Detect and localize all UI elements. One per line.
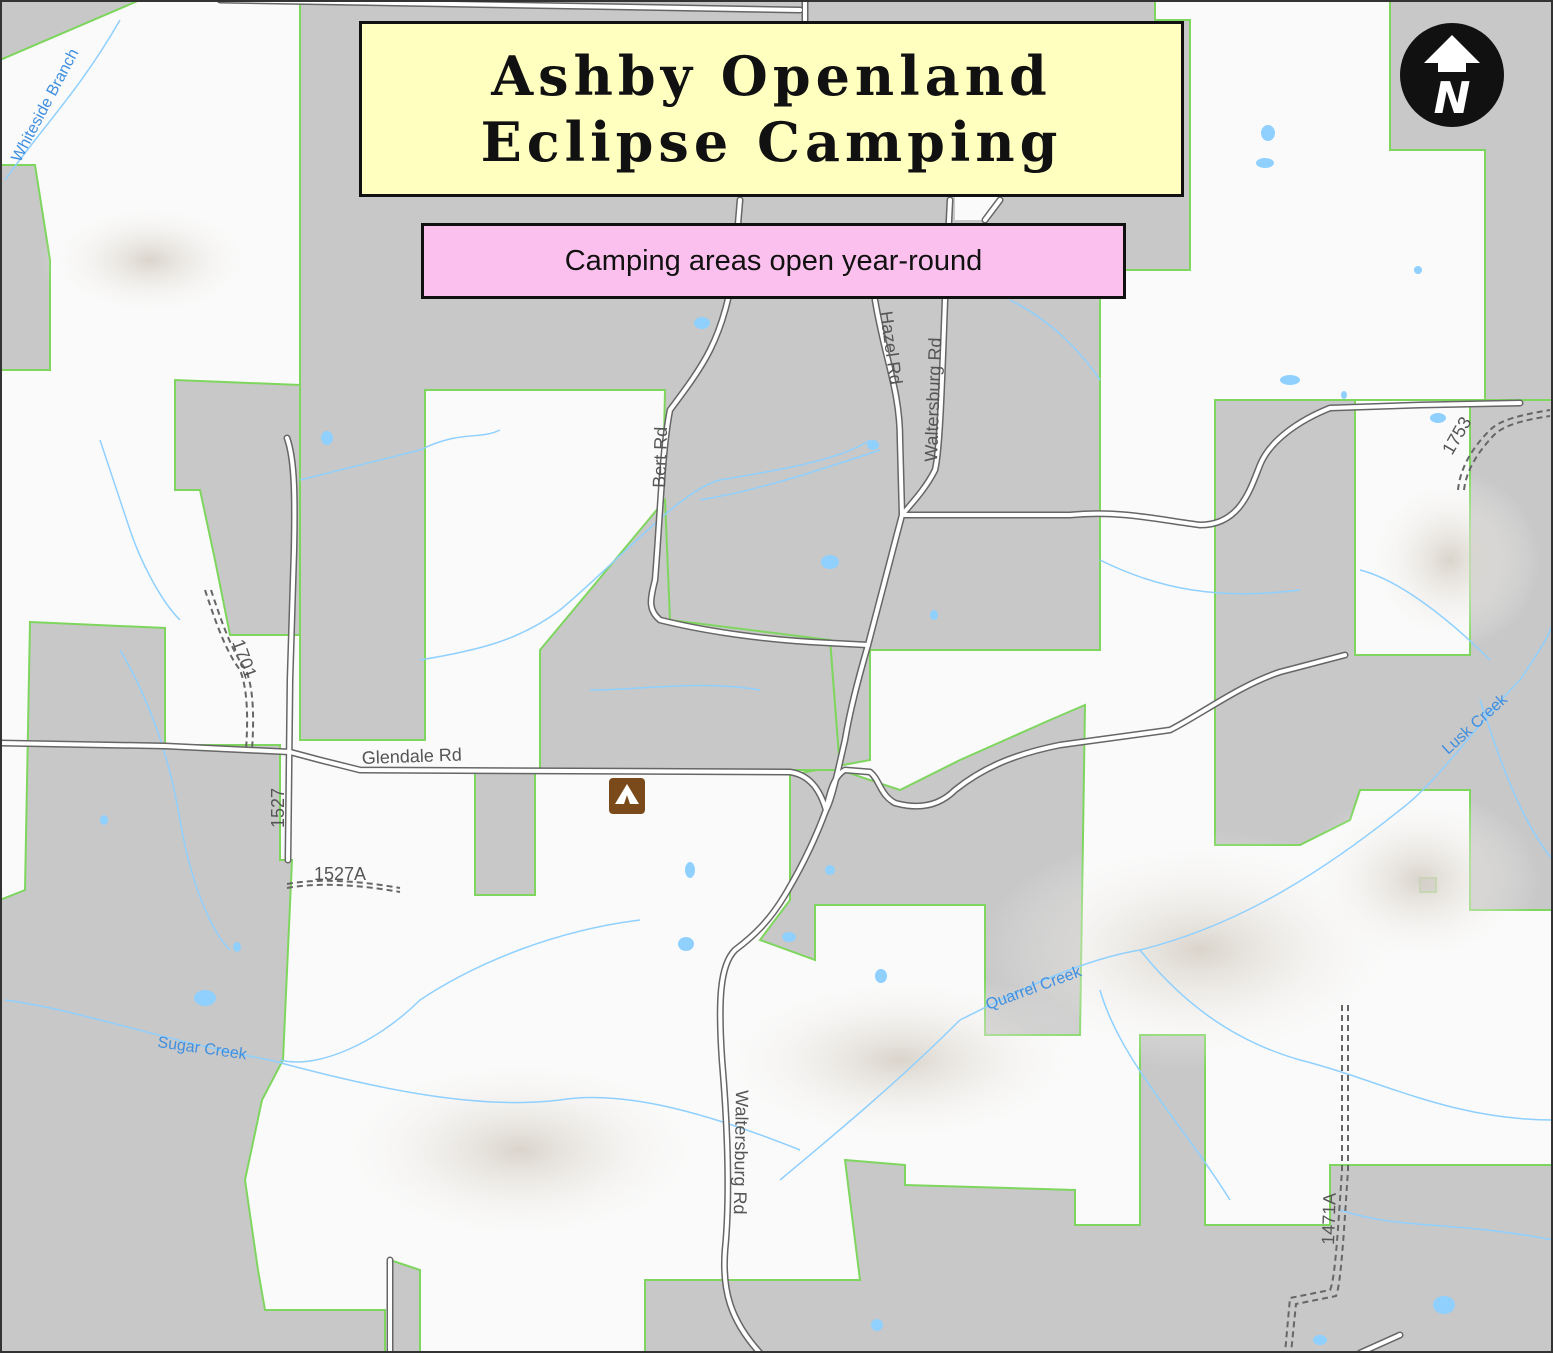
label-bert-rd: Bert Rd	[649, 426, 671, 488]
hillshade	[40, 200, 1540, 1250]
title-line-1: Ashby Openland	[491, 44, 1052, 108]
label-route-1527a: 1527A	[314, 864, 366, 884]
north-arrow-icon: N	[1400, 23, 1504, 127]
label-glendale-rd: Glendale Rd	[361, 745, 462, 768]
title-box: Ashby Openland Eclipse Camping	[359, 21, 1184, 197]
label-route-1471a: 1471A	[1318, 1192, 1340, 1245]
streams	[4, 19, 1553, 1241]
ponds	[100, 125, 1455, 1345]
label-route-1527: 1527	[268, 788, 288, 828]
north-arrow-letter: N	[1434, 73, 1471, 124]
title-line-2: Eclipse Camping	[480, 110, 1063, 174]
tent-icon[interactable]	[609, 778, 645, 814]
subtitle-box: Camping areas open year-round	[421, 223, 1126, 299]
label-waltersburg-rd-south: Waltersburg Rd	[730, 1090, 752, 1215]
label-waltersburg-rd-north: Waltersburg Rd	[921, 337, 945, 462]
trails	[204, 409, 1551, 1353]
